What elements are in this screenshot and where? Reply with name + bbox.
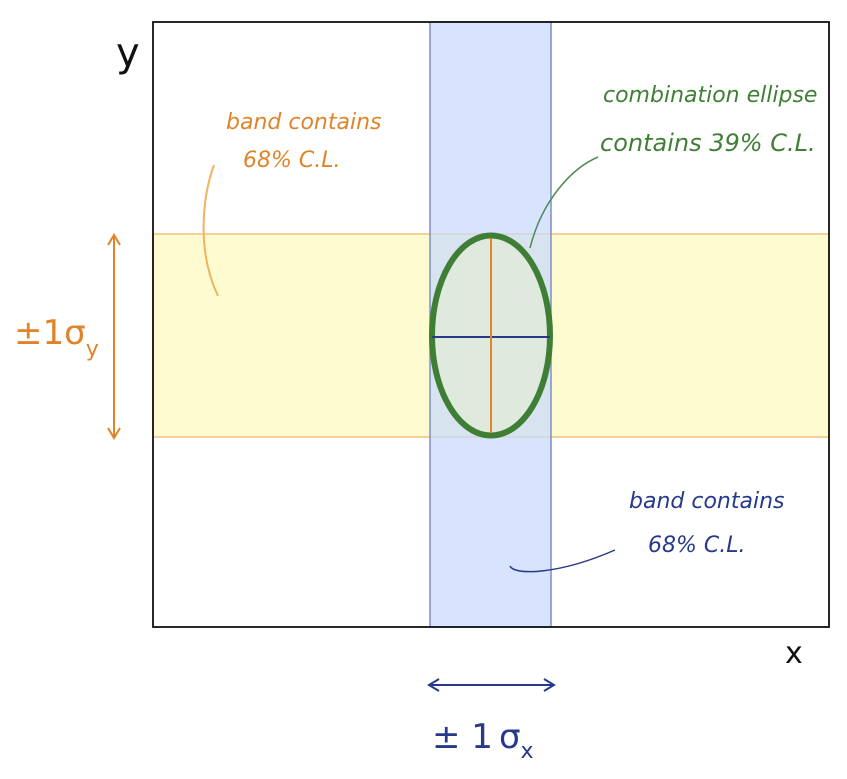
y-axis-label: y <box>116 30 140 76</box>
sigma-y-arrow <box>107 233 121 440</box>
orange-band-note-line2: 68% C.L. <box>243 148 341 173</box>
x-axis-label: x <box>785 636 803 671</box>
sigma-x-subscript: x <box>521 739 534 764</box>
sigma-y-label: ±1σy <box>14 313 99 362</box>
ellipse-note-pointer <box>529 156 599 249</box>
sigma-x-symbol: σ <box>499 717 521 757</box>
sigma-x-pm: ± 1 <box>432 717 493 757</box>
plot-frame <box>152 21 830 628</box>
orange-band-note-line1: band contains <box>226 110 381 135</box>
ellipse-note-line1: combination ellipse <box>603 83 817 108</box>
sigma-y-subscript: y <box>86 337 99 362</box>
orange-note-pointer <box>202 164 219 297</box>
sigma-y-symbol: σ <box>64 313 86 353</box>
sigma-y-pm: ±1 <box>14 313 64 353</box>
blue-band-note-line1: band contains <box>629 489 784 514</box>
sigma-x-arrow <box>427 678 556 692</box>
ellipse-note-line2: contains 39% C.L. <box>600 129 816 157</box>
blue-band-note-line2: 68% C.L. <box>648 533 746 558</box>
blue-note-pointer <box>509 549 616 573</box>
